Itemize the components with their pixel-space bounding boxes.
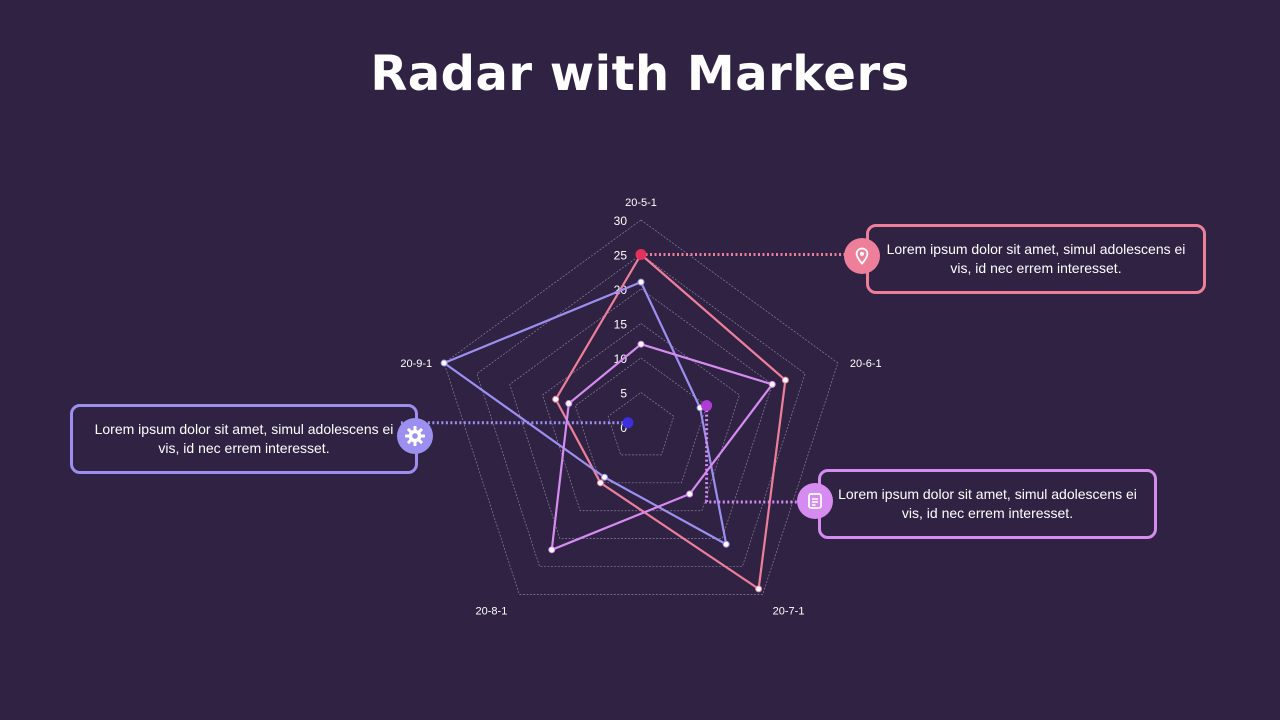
series-1-point-3 <box>600 473 608 481</box>
gear-icon <box>397 418 433 454</box>
tick-label-5: 5 <box>620 387 627 401</box>
highlight-marker-2 <box>622 417 634 429</box>
grid-ring-25 <box>476 254 806 567</box>
document-icon <box>797 483 833 519</box>
grid-ring-15 <box>542 323 740 512</box>
series-2-line <box>550 343 774 551</box>
tick-label-15: 15 <box>614 318 628 332</box>
series-1-line <box>443 281 728 546</box>
tick-label-30: 30 <box>614 214 628 228</box>
series-0-point-2 <box>755 585 763 593</box>
callout-left: Lorem ipsum dolor sit amet, simul adoles… <box>70 404 418 474</box>
tick-label-0: 0 <box>620 421 627 435</box>
grid-ring-10 <box>574 357 708 484</box>
series-0-point-1 <box>781 376 789 384</box>
grid-ring-20 <box>509 288 773 539</box>
axis-label-20-8-1: 20-8-1 <box>476 605 508 617</box>
axis-label-20-5-1: 20-5-1 <box>625 197 657 209</box>
location-pin-icon <box>844 238 880 274</box>
axis-label-20-6-1: 20-6-1 <box>850 358 882 370</box>
chart-title: Radar with Markers <box>370 46 910 102</box>
highlight-marker-1 <box>701 400 713 412</box>
series-1-point-2 <box>722 540 730 548</box>
callout-mid-text: Lorem ipsum dolor sit amet, simul adoles… <box>838 486 1137 521</box>
callout-mid: Lorem ipsum dolor sit amet, simul adoles… <box>818 469 1157 539</box>
series-2-point-3 <box>548 546 556 554</box>
series-1-point-0 <box>637 278 645 286</box>
grid-ring-5 <box>607 392 675 456</box>
series-2-point-0 <box>637 340 645 348</box>
axis-label-20-9-1: 20-9-1 <box>400 358 432 370</box>
axis-label-20-7-1: 20-7-1 <box>773 605 805 617</box>
callout-right-text: Lorem ipsum dolor sit amet, simul adoles… <box>886 241 1186 276</box>
highlight-marker-0 <box>635 249 647 260</box>
grid-ring-30 <box>443 219 839 595</box>
connector-1 <box>705 405 800 504</box>
series-0-point-4 <box>552 395 560 403</box>
series-0-line <box>554 253 787 590</box>
series-2-point-1 <box>768 380 776 388</box>
series-2-point-2 <box>686 490 694 498</box>
callout-left-text: Lorem ipsum dolor sit amet, simul adoles… <box>94 421 394 456</box>
series-1-point-4 <box>440 359 448 367</box>
tick-label-25: 25 <box>614 249 628 263</box>
series-0-point-3 <box>596 479 604 487</box>
callout-right: Lorem ipsum dolor sit amet, simul adoles… <box>866 224 1206 294</box>
series-2-point-4 <box>565 400 573 408</box>
